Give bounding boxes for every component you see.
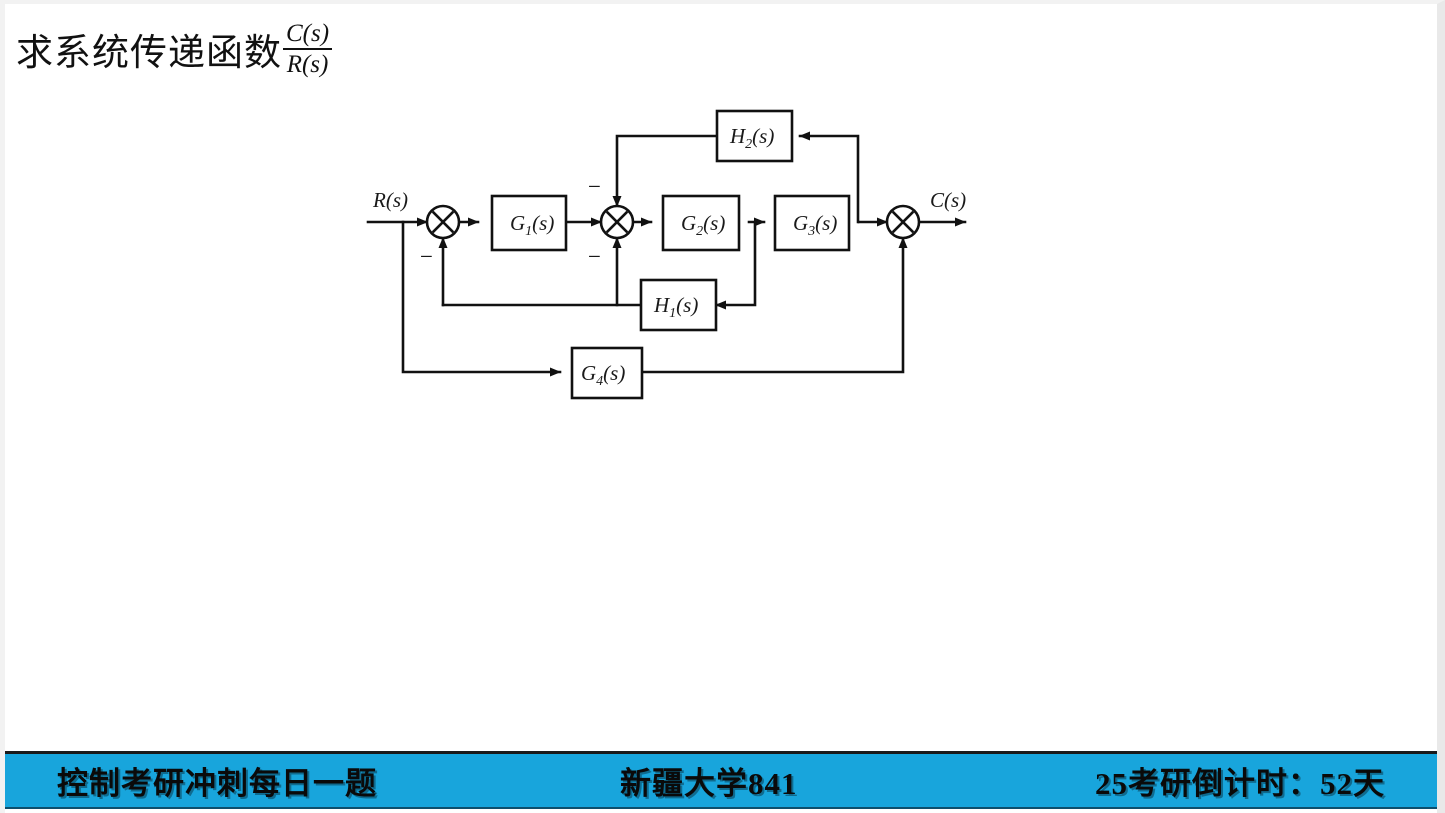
wire-input-tap-to-g4: [401, 220, 562, 377]
summing-junctions: [425, 204, 921, 240]
wire-g3out-to-h2: [798, 131, 860, 224]
wire-g2out-to-h1: [714, 220, 757, 310]
block-h2-sub: 2: [745, 137, 752, 152]
sum1-minus-sign: −: [420, 244, 433, 269]
block-h2: H2(s): [715, 109, 794, 163]
block-g3-sub: 3: [807, 224, 815, 239]
input-signal-label: R(s): [372, 188, 408, 212]
block-g2: G2(s): [661, 194, 741, 252]
bottom-banner: 控制考研冲刺每日一题 新疆大学841 25考研倒计时：52天: [5, 751, 1440, 809]
block-g2-sub: 2: [696, 224, 703, 239]
block-h1-sub: 1: [669, 306, 676, 321]
block-g1-base: G: [510, 211, 525, 235]
block-g1: G1(s): [490, 194, 568, 252]
svg-text:G4(s): G4(s): [581, 361, 625, 389]
block-diagram: G1(s) G2(s) G3(s): [366, 109, 967, 400]
block-g3: G3(s): [773, 194, 851, 252]
fraction-bar: [283, 48, 333, 50]
banner-left-text: 控制考研冲刺每日一题: [57, 766, 377, 801]
block-g2-tail: (s): [703, 211, 725, 235]
svg-text:H2(s): H2(s): [729, 124, 774, 152]
summing-junction-3: [885, 204, 921, 240]
summing-junction-1: [425, 204, 461, 240]
banner-center-text: 新疆大学841: [620, 766, 798, 801]
block-g4-tail: (s): [603, 361, 625, 385]
block-g1-sub: 1: [525, 224, 532, 239]
block-h1-tail: (s): [676, 293, 698, 317]
block-g4-base: G: [581, 361, 596, 385]
block-h1-base: H: [653, 293, 671, 317]
banner-countdown-text: 25考研倒计时：52天: [1095, 766, 1385, 801]
block-g2-base: G: [681, 211, 696, 235]
fraction-denominator: R(s): [286, 51, 329, 78]
page-title-text: 求系统传递函数: [16, 33, 282, 74]
wire-h2-to-sum2: [612, 134, 723, 208]
block-g3-base: G: [793, 211, 808, 235]
block-g4-sub: 4: [596, 374, 603, 389]
block-h2-tail: (s): [752, 124, 774, 148]
summing-junction-2: [599, 204, 635, 240]
block-g4: G4(s): [570, 346, 644, 400]
block-h2-base: H: [729, 124, 747, 148]
fraction-numerator: C(s): [286, 20, 330, 47]
wire-g4-to-sum3: [640, 236, 908, 374]
block-g3-tail: (s): [815, 211, 837, 235]
transfer-function-fraction: C(s) R(s): [283, 20, 333, 78]
svg-text:G1(s): G1(s): [510, 211, 554, 239]
svg-text:G3(s): G3(s): [793, 211, 837, 239]
output-signal-label: C(s): [930, 188, 966, 212]
sum2-minus-sign-top: −: [588, 174, 601, 199]
sum2-minus-sign-bottom: −: [588, 244, 601, 269]
block-h1: H1(s): [639, 278, 718, 332]
svg-text:H1(s): H1(s): [653, 293, 698, 321]
diagram-blocks: G1(s) G2(s) G3(s): [490, 109, 851, 400]
block-g1-tail: (s): [532, 211, 554, 235]
svg-text:G2(s): G2(s): [681, 211, 725, 239]
page-title: 求系统传递函数 C(s) R(s): [16, 14, 333, 78]
